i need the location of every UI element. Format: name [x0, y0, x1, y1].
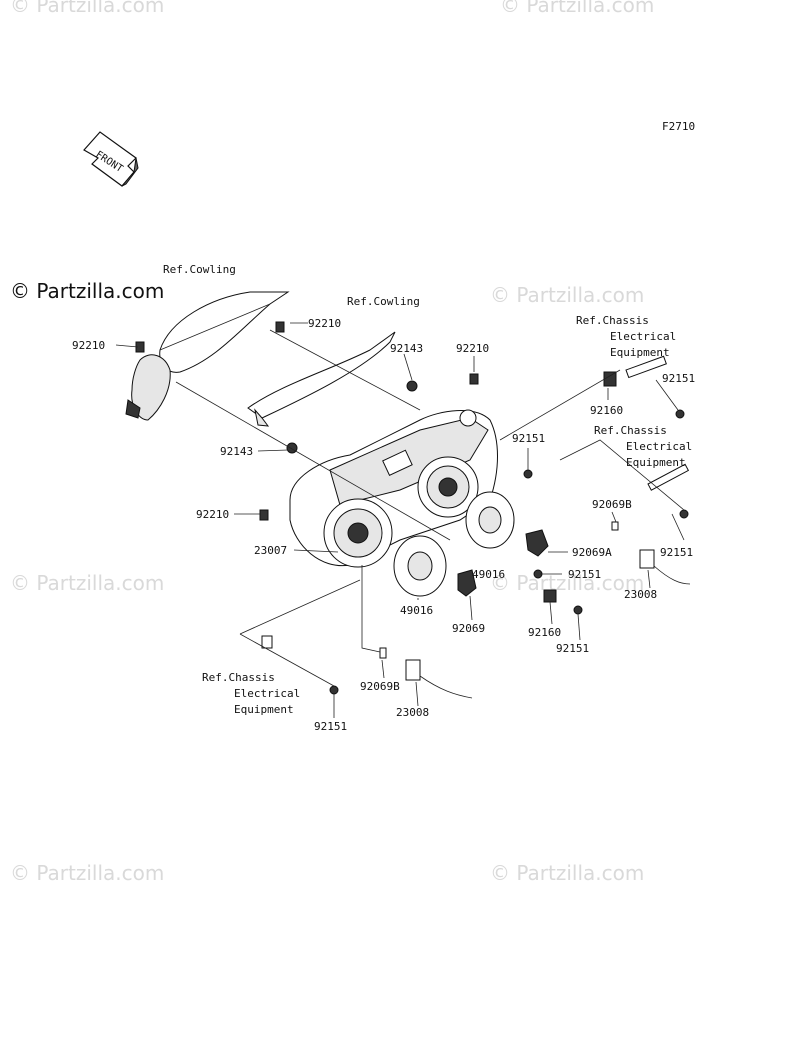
callout-ref-chassis: Electrical	[626, 440, 692, 453]
part-number: 92210	[308, 317, 341, 330]
part-number: 92151	[556, 642, 589, 655]
callout-ref-chassis: Equipment	[234, 703, 294, 716]
callout-ref-cowling: Ref.Cowling	[347, 295, 420, 308]
callout-ref-chassis: Electrical	[234, 687, 300, 700]
watermark: © Partzilla.com	[490, 571, 644, 595]
callout-ref-chassis: Electrical	[610, 330, 676, 343]
figure-code: F2710	[662, 120, 695, 133]
part-number: 92069B	[592, 498, 632, 511]
watermark: © Partzilla.com	[10, 571, 164, 595]
small-fasteners	[135, 321, 691, 699]
part-number: 23008	[624, 588, 657, 601]
part-number: 92143	[390, 342, 423, 355]
callout-labels: Ref.Cowling Ref.Cowling Ref.Chassis Elec…	[72, 263, 695, 733]
headlight-housing	[289, 409, 498, 568]
part-number: 23008	[396, 706, 429, 719]
part-number: 92160	[528, 626, 561, 639]
part-number: 23007	[254, 544, 287, 557]
part-number: 49016	[472, 568, 505, 581]
watermark-group: © Partzilla.com © Partzilla.com © Partzi…	[10, 0, 654, 885]
callout-ref-chassis: Ref.Chassis	[576, 314, 649, 327]
part-number: 92160	[590, 404, 623, 417]
cowling-strip-center	[247, 331, 396, 427]
callout-ref-chassis: Equipment	[626, 456, 686, 469]
part-number: 92151	[660, 546, 693, 559]
part-number: 92210	[456, 342, 489, 355]
part-number: 92143	[220, 445, 253, 458]
part-number: 49016	[400, 604, 433, 617]
bulb-socket	[457, 529, 549, 597]
part-number: 92151	[568, 568, 601, 581]
part-number: 92210	[196, 508, 229, 521]
part-number: 92069	[452, 622, 485, 635]
callout-ref-chassis: Equipment	[610, 346, 670, 359]
watermark: © Partzilla.com	[10, 279, 164, 303]
watermark: © Partzilla.com	[490, 283, 644, 307]
watermark: © Partzilla.com	[500, 0, 654, 17]
callout-ref-cowling: Ref.Cowling	[163, 263, 236, 276]
part-number: 92069A	[572, 546, 612, 559]
watermark: © Partzilla.com	[10, 0, 164, 17]
bulb-cover	[393, 491, 515, 597]
part-number: 92210	[72, 339, 105, 352]
watermark: © Partzilla.com	[10, 861, 164, 885]
watermark: © Partzilla.com	[490, 861, 644, 885]
part-number: 92069B	[360, 680, 400, 693]
part-number: 92151	[662, 372, 695, 385]
part-number: 92151	[314, 720, 347, 733]
front-arrow-icon: FRONT	[83, 131, 139, 187]
cowling-bracket-left	[125, 291, 290, 421]
callout-ref-chassis: Ref.Chassis	[594, 424, 667, 437]
callout-ref-chassis: Ref.Chassis	[202, 671, 275, 684]
part-number: 92151	[512, 432, 545, 445]
leader-lines	[115, 322, 685, 718]
